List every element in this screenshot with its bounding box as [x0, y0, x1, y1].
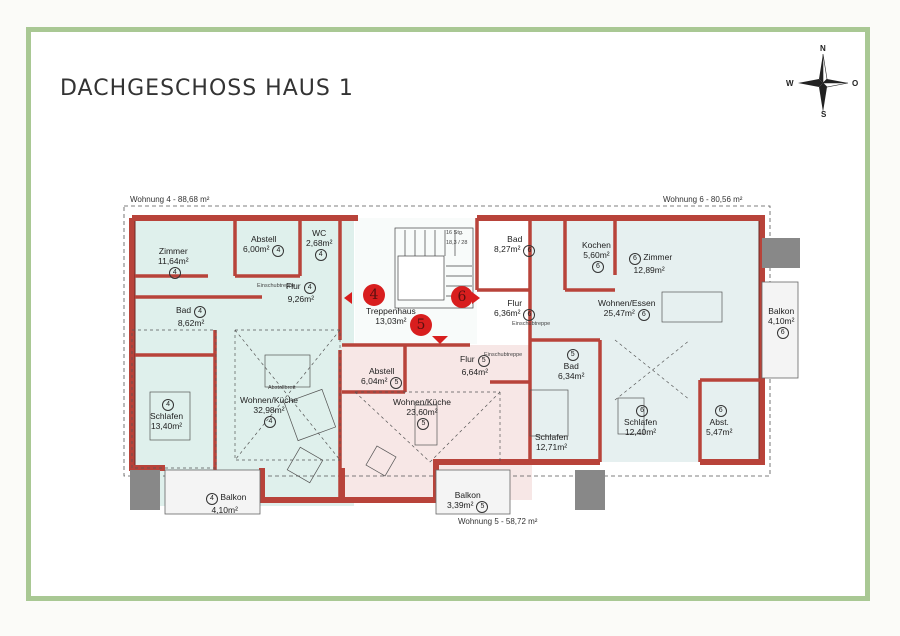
- compass-rose: N S W O: [786, 44, 859, 120]
- einschubtreppe-note-6: Einschubtreppe: [512, 321, 551, 327]
- dormer-lines: [131, 329, 691, 469]
- unit-4-area: [132, 218, 354, 506]
- compass-o: O: [852, 79, 859, 88]
- compass-w: W: [786, 79, 794, 88]
- staircase: [394, 227, 474, 309]
- compass-s: S: [821, 110, 827, 119]
- compass-icon: [798, 53, 849, 112]
- unit-5-label: Wohnung 5 - 58,72 m²: [458, 517, 538, 526]
- marker-unit-6: 6: [451, 286, 473, 308]
- einschubtreppe-note-4: Einschubtreppe: [257, 283, 296, 289]
- furniture: [149, 291, 723, 484]
- plan-title: DACHGESCHOSS HAUS 1: [60, 76, 354, 101]
- entrance-arrows: [344, 292, 480, 344]
- compass-n: N: [820, 44, 826, 53]
- unit-6-label: Wohnung 6 - 80,56 m²: [663, 195, 743, 204]
- marker-unit-4: 4: [363, 284, 385, 306]
- unit-4-label: Wohnung 4 - 88,68 m²: [130, 195, 210, 204]
- balconies: [164, 281, 799, 515]
- marker-unit-5: 5: [410, 314, 432, 336]
- einschubtreppe-note-5: Einschubtreppe: [484, 352, 523, 358]
- stair-note: 16 Stg. 18,3 / 28: [446, 230, 468, 246]
- outer-walls-inner-line: [134, 221, 760, 465]
- abstellbrett-note: Abstellbrett: [268, 385, 296, 391]
- chimneys: [130, 238, 800, 510]
